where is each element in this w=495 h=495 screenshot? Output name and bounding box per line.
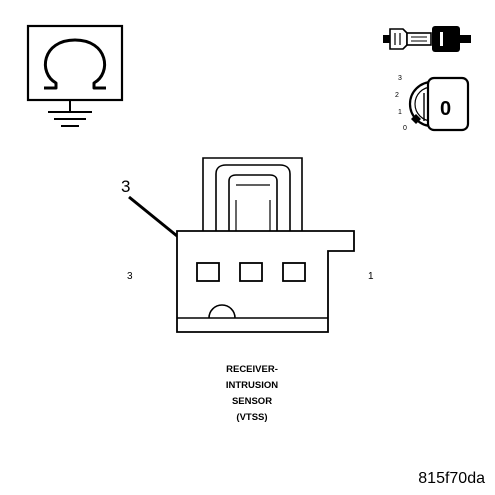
ground-icon [48, 111, 92, 127]
key-position-2: 2 [395, 92, 399, 99]
connector-latch [202, 157, 303, 231]
ohmmeter-symbol-icon [26, 24, 124, 127]
latch-inner-loop [228, 174, 278, 231]
polarization-key [208, 304, 236, 319]
caption-line-2: INTRUSION [226, 380, 278, 391]
latch-outer-loop [215, 164, 291, 231]
ignition-key-icon: 3 2 1 0 0 [395, 75, 470, 132]
cavity-pin-1 [282, 262, 306, 282]
callout-pin-number: 3 [121, 177, 130, 196]
key-position-3: 3 [398, 75, 402, 82]
connector-caption: RECEIVER- INTRUSION SENSOR (VTSS) [226, 364, 278, 423]
connector-face [176, 157, 355, 333]
key-position-1: 1 [398, 109, 402, 116]
ohmmeter-frame [26, 24, 124, 102]
key-position-0: 0 [403, 125, 407, 132]
cavity-pin-3 [196, 262, 220, 282]
omega-glyph [43, 38, 107, 90]
key-current-position: 0 [440, 98, 451, 120]
key-position-marker-icon [411, 114, 421, 124]
figure-id: 815f70da [418, 470, 485, 487]
left-pin-label: 3 [127, 271, 133, 282]
caption-line-4: (VTSS) [236, 412, 267, 423]
key-head [426, 76, 470, 132]
caption-line-3: SENSOR [232, 396, 272, 407]
right-pin-label: 1 [368, 271, 374, 282]
connector-housing [176, 230, 355, 333]
cavity-pin-2 [239, 262, 263, 282]
connector-plug-icon [383, 26, 471, 52]
ignition-position-labels: 3 2 1 0 [395, 75, 407, 132]
caption-line-1: RECEIVER- [226, 364, 278, 375]
